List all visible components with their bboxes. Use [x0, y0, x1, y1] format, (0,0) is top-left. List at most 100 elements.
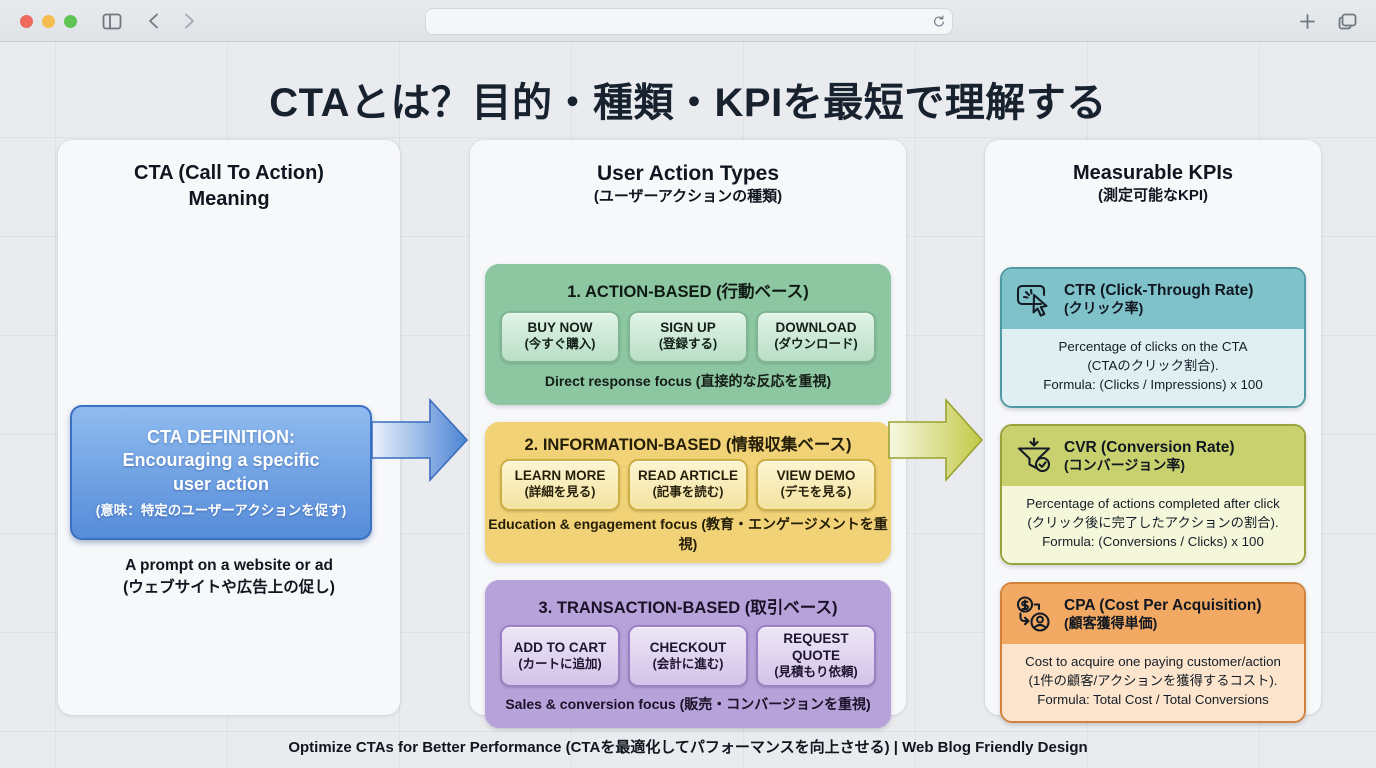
cta-button-label-en: LEARN MORE — [514, 468, 606, 484]
button-row: ADD TO CART (カートに追加) CHECKOUT (会計に進む) RE… — [485, 625, 891, 687]
kpi-title-en: CVR (Conversion Rate) — [1064, 438, 1235, 456]
kpi-body-line: Formula: (Conversions / Clicks) x 100 — [1042, 533, 1264, 549]
funnel-check-icon — [1017, 437, 1051, 473]
button-row: LEARN MORE (詳細を見る) READ ARTICLE (記事を読む) … — [485, 458, 891, 511]
click-cursor-icon — [1016, 284, 1048, 317]
panel-measurable-kpis: Measurable KPIs (測定可能なKPI) CTR (Click-Th… — [985, 140, 1321, 723]
cta-definition-box: CTA DEFINITION: Encouraging a specific u… — [70, 405, 372, 540]
panel-cta-meaning: CTA (Call To Action) Meaning CTA DEFINIT… — [58, 140, 400, 715]
right-heading-en: Measurable KPIs — [1072, 162, 1234, 184]
cta-button-label-jp: (見積もり依頼) — [774, 665, 858, 680]
back-icon — [148, 13, 158, 29]
cta-button-buy-now: BUY NOW (今すぐ購入) — [500, 310, 620, 363]
flow-arrow-left-icon — [371, 398, 469, 482]
tab-overview-button[interactable] — [1334, 9, 1360, 33]
group-title: 1. ACTION-BASED (行動ベース) — [567, 283, 809, 302]
group-footer: Direct response focus (直接的な反応を重視) — [544, 372, 832, 389]
left-heading-text: CTA (Call To Action) — [134, 162, 324, 184]
cta-button-read-article: READ ARTICLE (記事を読む) — [628, 458, 748, 511]
cta-button-label-jp: (今すぐ購入) — [524, 337, 596, 352]
forward-icon — [184, 13, 194, 29]
cta-button-label-en: REQUEST QUOTE — [783, 631, 849, 664]
kpi-title-en: CPA (Cost Per Acquisition) — [1064, 596, 1262, 614]
cta-button-download: DOWNLOAD (ダウンロード) — [756, 310, 876, 363]
new-tab-button[interactable] — [1294, 9, 1320, 33]
browser-toolbar — [0, 0, 1376, 42]
group-action-based: 1. ACTION-BASED (行動ベース) BUY NOW (今すぐ購入) … — [485, 264, 891, 405]
dollar-person-icon — [1016, 596, 1050, 632]
kpi-body-line: (CTAのクリック割合). — [1087, 357, 1219, 373]
right-heading-jp: (測定可能なKPI) — [1098, 187, 1208, 204]
cta-button-label-jp: (登録する) — [658, 337, 718, 352]
cta-button-label-jp: (デモを見る) — [780, 485, 852, 500]
sidebar-toggle-button[interactable] — [99, 9, 125, 33]
page-title: CTAとは？目的・種類・KPIを最短で理解する — [269, 81, 1107, 125]
kpi-body-line: Formula: Total Cost / Total Conversions — [1037, 691, 1269, 707]
flow-arrow-right-icon — [888, 398, 984, 482]
minimize-icon[interactable] — [42, 15, 55, 28]
cta-button-label-en: DOWNLOAD — [775, 320, 857, 336]
middle-column-heading: User Action Types (ユーザーアクションの種類) — [470, 160, 906, 207]
cta-definition-text-jp: (意味：特定のユーザーアクションを促す) — [95, 503, 347, 519]
kpi-body-line: Percentage of actions completed after cl… — [1026, 496, 1280, 511]
cta-button-label-en: VIEW DEMO — [776, 468, 856, 484]
kpi-title-jp: (コンバージョン率) — [1064, 456, 1186, 473]
cta-button-label-jp: (会計に進む) — [652, 656, 724, 671]
kpi-body-line: Formula: (Clicks / Impressions) x 100 — [1043, 376, 1263, 392]
kpi-card-body: Cost to acquire one paying customer/acti… — [1002, 644, 1304, 721]
kpi-title-jp: (顧客獲得単価) — [1064, 614, 1158, 631]
back-button[interactable] — [140, 9, 166, 33]
cta-definition-text-en: CTA DEFINITION: Encouraging a specific u… — [122, 426, 320, 494]
cta-button-label-en: READ ARTICLE — [638, 468, 738, 484]
zoom-icon[interactable] — [64, 15, 77, 28]
cta-button-label-en: ADD TO CART — [513, 639, 607, 655]
kpi-card-ctr: CTR (Click-Through Rate) (クリック率) Percent… — [1000, 267, 1306, 408]
cta-caption-en: A prompt on a website or ad — [125, 557, 333, 574]
group-footer: Education & engagement focus (教育・エンゲージメン… — [488, 515, 888, 552]
address-input[interactable] — [426, 9, 926, 34]
refresh-button[interactable] — [926, 9, 952, 34]
cta-button-label-en: SIGN UP — [660, 320, 716, 336]
cta-button-add-to-cart: ADD TO CART (カートに追加) — [500, 625, 620, 687]
kpi-body-line: Cost to acquire one paying customer/acti… — [1025, 654, 1281, 669]
sidebar-icon — [102, 13, 122, 29]
cta-button-sign-up: SIGN UP (登録する) — [628, 310, 748, 363]
cta-button-label-en: BUY NOW — [527, 320, 593, 336]
middle-heading-en: User Action Types — [596, 162, 780, 185]
kpi-title-en: CTR (Click-Through Rate) — [1064, 281, 1254, 299]
group-footer: Sales & conversion focus (販売・コンバージョンを重視) — [505, 696, 871, 713]
cta-button-label-en: CHECKOUT — [649, 639, 727, 655]
kpi-body-line: (クリック後に完了したアクションの割合). — [1027, 514, 1279, 530]
cta-button-view-demo: VIEW DEMO (デモを見る) — [756, 458, 876, 511]
group-title: 3. TRANSACTION-BASED (取引ベース) — [538, 598, 838, 617]
kpi-card-header: CPA (Cost Per Acquisition) (顧客獲得単価) — [1002, 584, 1304, 644]
left-heading-sub: Meaning — [188, 188, 270, 210]
kpi-body-line: (1件の顧客/アクションを獲得するコスト). — [1028, 672, 1278, 688]
left-column-heading: CTA (Call To Action) Meaning — [58, 160, 400, 212]
kpi-card-header: CTR (Click-Through Rate) (クリック率) — [1002, 269, 1304, 329]
button-row: BUY NOW (今すぐ購入) SIGN UP (登録する) DOWNLOAD … — [485, 310, 891, 363]
page-canvas: CTAとは？目的・種類・KPIを最短で理解する CTA (Call To Act… — [0, 42, 1376, 768]
middle-heading-jp: (ユーザーアクションの種類) — [593, 188, 783, 206]
cta-caption: A prompt on a website or ad (ウェブサイトや広告上の… — [58, 555, 400, 600]
kpi-body-line: Percentage of clicks on the CTA — [1058, 339, 1248, 354]
right-column-heading: Measurable KPIs (測定可能なKPI) — [985, 160, 1321, 206]
kpi-card-cpa: CPA (Cost Per Acquisition) (顧客獲得単価) Cost… — [1000, 582, 1306, 723]
kpi-card-cvr: CVR (Conversion Rate) (コンバージョン率) Percent… — [1000, 424, 1306, 565]
refresh-icon — [934, 14, 944, 26]
kpi-card-body: Percentage of actions completed after cl… — [1002, 486, 1304, 563]
forward-button[interactable] — [176, 9, 202, 33]
cta-button-label-jp: (記事を読む) — [652, 485, 724, 500]
kpi-card-body: Percentage of clicks on the CTA (CTAのクリッ… — [1002, 329, 1304, 406]
cta-button-learn-more: LEARN MORE (詳細を見る) — [500, 458, 620, 511]
page-footer: Optimize CTAs for Better Performance (CT… — [288, 739, 1088, 756]
kpi-card-header: CVR (Conversion Rate) (コンバージョン率) — [1002, 426, 1304, 486]
cta-button-label-jp: (ダウンロード) — [774, 337, 858, 352]
cta-caption-jp: (ウェブサイトや広告上の促し) — [123, 579, 335, 597]
cta-button-label-jp: (カートに追加) — [518, 656, 602, 671]
address-bar[interactable] — [425, 8, 953, 35]
group-information-based: 2. INFORMATION-BASED (情報収集ベース) LEARN MOR… — [485, 422, 891, 563]
cta-button-checkout: CHECKOUT (会計に進む) — [628, 625, 748, 687]
tab-overview-icon — [1338, 13, 1356, 29]
close-icon[interactable] — [20, 15, 33, 28]
